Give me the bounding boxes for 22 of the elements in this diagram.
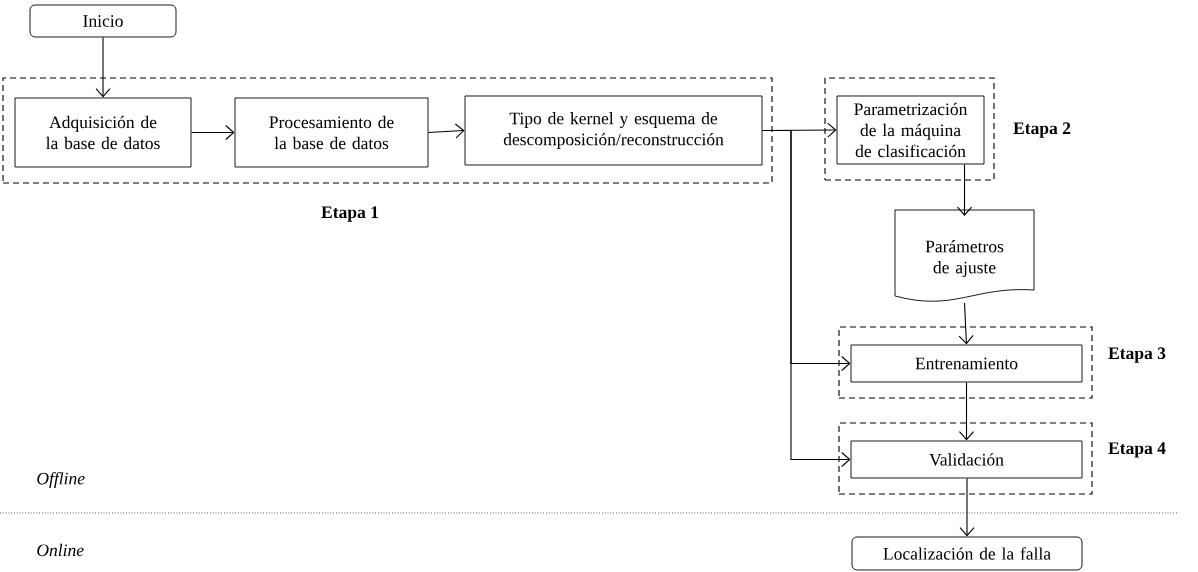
process-box: Entrenamiento (850, 344, 1083, 383)
arrow (959, 477, 975, 537)
terminal-box: Inicio (29, 4, 177, 38)
process-box: Tipo de kernel y esquema de descomposición/reconstrucción (464, 95, 763, 166)
mode-label: Offline (37, 471, 85, 488)
mode-label: Online (37, 543, 84, 557)
process-box: Procesamiento de la base de datos (234, 97, 429, 168)
terminal-box: Localización de la falla (851, 536, 1083, 571)
arrow (956, 163, 973, 216)
arrow (958, 302, 974, 345)
arrow (427, 123, 465, 139)
arrow (958, 381, 975, 441)
node-label: Etapa 2 (1013, 122, 1071, 138)
process-box: Validación (850, 440, 1083, 479)
arrow (761, 129, 851, 468)
arrow (190, 124, 235, 141)
arrow (95, 36, 111, 98)
node-label: Etapa 1 (321, 206, 379, 222)
process-box: Parametrización de la máquina de clasificación (836, 95, 985, 165)
node-label: Etapa 3 (1108, 347, 1166, 363)
node-label: Etapa 4 (1108, 442, 1166, 458)
process-box: Adquisición de la base de datos (14, 97, 192, 168)
